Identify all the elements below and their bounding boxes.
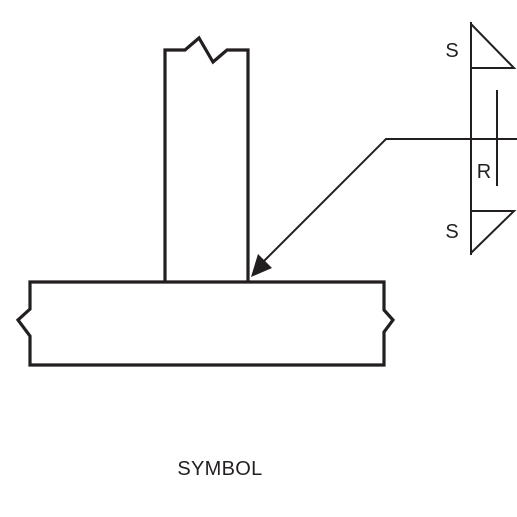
fillet-weld-triangle-top: [470, 21, 517, 69]
leader-line: [263, 138, 517, 262]
size-label-bottom: S: [445, 221, 458, 243]
root-opening-label: R: [477, 161, 491, 183]
figure-caption: SYMBOL: [177, 458, 263, 480]
vertical-member: [163, 35, 250, 282]
size-label-top: S: [445, 40, 458, 62]
fillet-weld-triangle-bottom: [470, 210, 517, 256]
arrowhead: [251, 254, 272, 277]
base-plate: [15, 280, 396, 367]
